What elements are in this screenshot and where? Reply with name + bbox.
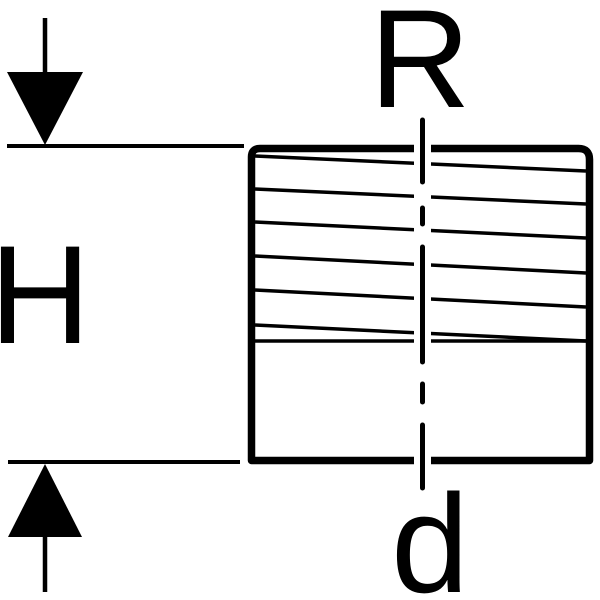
diameter-label: d xyxy=(391,465,469,600)
arrow-down-icon xyxy=(7,18,83,145)
height-label: H xyxy=(0,216,91,373)
arrow-down-head xyxy=(7,72,83,145)
arrow-up-icon xyxy=(8,464,82,592)
thread-size-label: R xyxy=(369,0,470,137)
height-dimension xyxy=(7,18,244,592)
arrow-up-head xyxy=(8,464,82,537)
